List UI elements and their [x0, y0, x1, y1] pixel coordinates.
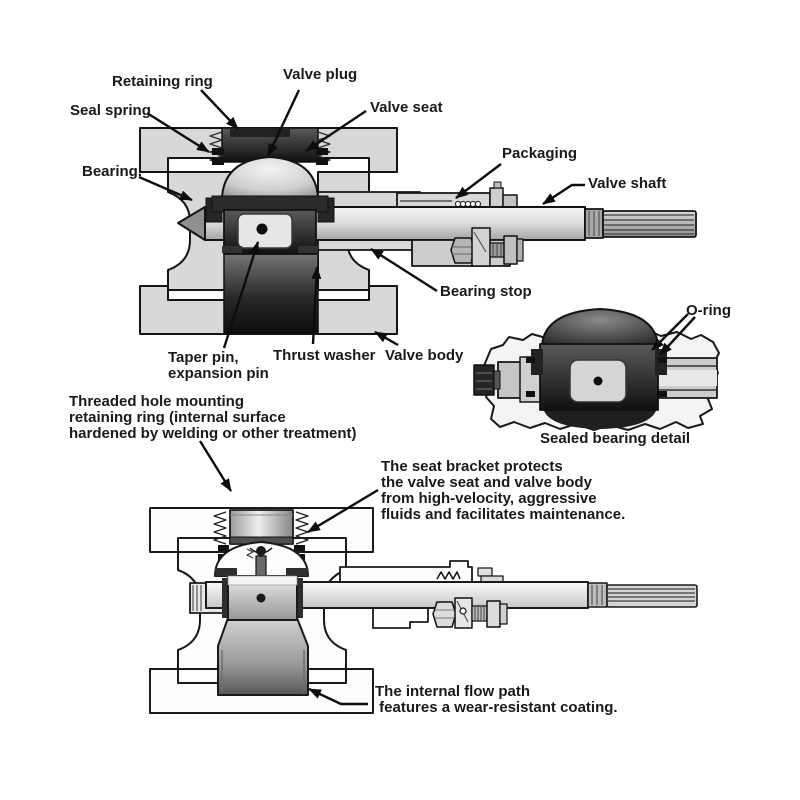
- seat-bracket-note: The seat bracket protects the valve seat…: [381, 458, 626, 523]
- callout-thrust-washer: Thrust washer: [273, 347, 376, 364]
- leader-valve-plug: [266, 89, 301, 157]
- leader-seat-bracket: [307, 488, 379, 534]
- bottom-valve-spline: [606, 584, 698, 608]
- sealed-bearing-detail-diagram: [473, 308, 720, 431]
- callout-valve-plug: Valve plug: [283, 66, 358, 83]
- callout-packaging: Packaging: [502, 145, 578, 162]
- leader-taper-pin: [222, 241, 260, 349]
- bottom-valve-flow-channel: [217, 617, 309, 696]
- callout-o-ring: O-ring: [686, 302, 731, 319]
- callout-valve-seat: Valve seat: [370, 99, 443, 116]
- bottom-valve-cross-section: [149, 507, 698, 714]
- callout-seal-spring: Seal spring: [70, 102, 151, 119]
- leader-threaded-hole: [198, 440, 233, 492]
- flow-path-note: The internal flow path features a wear-r…: [375, 683, 618, 716]
- leader-thrust-washer: [311, 266, 322, 345]
- detail-dome: [541, 308, 659, 347]
- leader-valve-seat: [305, 110, 367, 152]
- callout-valve-shaft: Valve shaft: [588, 175, 667, 192]
- callout-valve-body: Valve body: [385, 347, 464, 364]
- callout-taper-pin: Taper pin, expansion pin: [168, 349, 269, 382]
- leader-bearing-stop: [370, 247, 438, 293]
- detail-bolt-head: [473, 364, 495, 396]
- callout-retaining-ring: Retaining ring: [112, 73, 213, 90]
- top-valve-flow-channel: [223, 251, 319, 335]
- leader-seal-spring: [146, 111, 210, 154]
- callout-leader-arrows: [138, 89, 696, 706]
- leader-valve-body: [374, 330, 399, 347]
- leader-retaining-ring: [200, 89, 239, 130]
- leader-flow-path: [308, 687, 368, 706]
- callout-bearing-stop: Bearing stop: [440, 283, 532, 300]
- threaded-hole-note: Threaded hole mounting retaining ring (i…: [69, 393, 357, 442]
- leader-o-ring-2: [659, 316, 696, 356]
- leader-valve-shaft: [542, 183, 585, 206]
- sealed-bearing-detail-caption: Sealed bearing detail: [540, 430, 691, 447]
- leader-o-ring-1: [651, 313, 689, 351]
- leader-bearing: [138, 175, 193, 202]
- top-valve-cross-section: [139, 127, 697, 335]
- taper-pin-hole: [256, 223, 268, 235]
- leader-packaging: [455, 163, 502, 199]
- top-valve-plug-dome: [221, 156, 319, 199]
- callout-bearing: Bearing.: [82, 163, 143, 180]
